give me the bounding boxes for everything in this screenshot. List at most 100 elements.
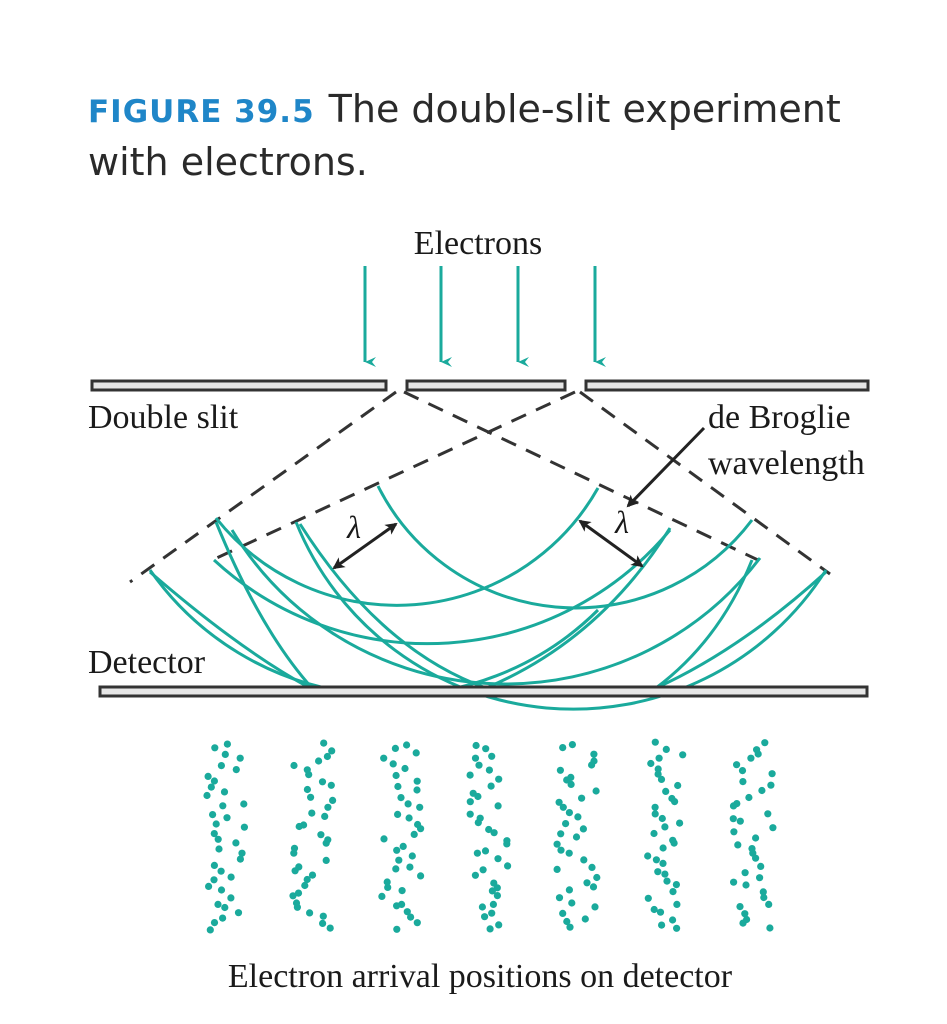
electron-dot (752, 834, 760, 842)
lambda-arrow-left (332, 522, 398, 570)
lambda-arrow-right (578, 519, 644, 568)
electron-dot (736, 817, 744, 825)
interference-paths (149, 521, 828, 690)
electron-dot (214, 900, 222, 909)
electron-dot (413, 919, 421, 927)
electron-dot (417, 872, 425, 880)
electron-dot (398, 887, 406, 895)
electron-dot (232, 839, 240, 847)
electron-dot (559, 909, 567, 918)
double-slit-barrier (90, 379, 870, 392)
wavefront-arc (214, 487, 600, 607)
electron-dot (495, 775, 503, 783)
electron-dot (578, 794, 586, 802)
electron-dot (308, 809, 316, 817)
electron-dot (378, 892, 386, 901)
electron-dot (734, 841, 742, 849)
electron-dot (471, 871, 479, 879)
electron-dot (472, 741, 480, 750)
electron-dot (217, 867, 225, 875)
electron-dot (221, 903, 229, 912)
electron-dot (650, 905, 658, 914)
electron-dot (406, 863, 414, 871)
electron-dot (566, 923, 574, 931)
electron-dot (669, 888, 677, 896)
path-to-max (149, 570, 311, 690)
electron-dot (389, 760, 397, 768)
electron-dot (488, 909, 496, 917)
electron-dot (204, 772, 212, 781)
electron-dot (503, 840, 511, 848)
electron-dot (478, 903, 486, 911)
electron-dot (474, 819, 482, 827)
electron-dot (674, 781, 682, 790)
electron-dot (236, 754, 244, 762)
electron-arrival-fringes (203, 738, 777, 934)
electron-dot (392, 771, 400, 780)
electron-dot (217, 886, 226, 894)
electron-dot (659, 844, 667, 852)
electron-dot (490, 829, 498, 837)
electron-dot (662, 745, 670, 754)
electron-dot (473, 849, 481, 857)
electron-dot (652, 856, 661, 864)
de-broglie-pointer (626, 426, 706, 508)
electron-dot (581, 915, 589, 923)
electron-dot (757, 862, 765, 871)
electron-dot (662, 787, 670, 796)
electron-dot (392, 865, 400, 873)
electron-dot (568, 899, 576, 907)
electron-dot (647, 759, 655, 768)
electron-dot (741, 869, 749, 877)
electron-dot (745, 793, 753, 802)
electron-dot (739, 919, 747, 927)
electron-dot (318, 778, 327, 786)
electron-dot (410, 830, 418, 839)
electron-dot (417, 825, 425, 833)
electron-dot (308, 871, 317, 879)
electron-dot (736, 903, 744, 911)
wavelength-indicators (332, 426, 706, 570)
electron-dot (203, 791, 211, 800)
electron-dot (294, 889, 303, 897)
wavefronts-slit-1 (148, 487, 672, 697)
electron-dot (761, 739, 769, 747)
electron-dot (738, 767, 747, 775)
electron-dot (474, 792, 482, 801)
electron-dot (210, 876, 218, 884)
electron-dot (588, 863, 596, 872)
electron-dot (209, 811, 217, 819)
electron-dot (393, 846, 401, 854)
electron-dot (482, 745, 490, 753)
electron-dot (671, 798, 679, 806)
electron-dot (305, 771, 313, 779)
electron-dot (289, 892, 297, 900)
electron-dot (754, 750, 762, 758)
electron-dot (493, 892, 501, 900)
electron-dot (487, 782, 495, 790)
electron-dot (563, 917, 571, 926)
electron-dot (769, 824, 777, 832)
de-broglie-label-line2: wavelength (708, 445, 865, 482)
wavefronts-slit-2 (230, 485, 828, 711)
electron-dot (661, 870, 669, 878)
electron-dot (590, 750, 598, 758)
electron-dot (206, 926, 214, 934)
electron-dot (320, 739, 328, 747)
path-to-max (655, 570, 828, 690)
electron-dot (651, 738, 659, 746)
electron-dot (488, 752, 496, 760)
electron-dot (393, 902, 401, 910)
electron-dot (466, 810, 474, 818)
electron-dot (479, 866, 487, 874)
electron-dot (466, 798, 474, 806)
electron-dot (413, 777, 421, 785)
electron-dot (290, 849, 298, 857)
electron-dot (221, 750, 229, 759)
electron-dot (384, 883, 392, 892)
detector-screen (98, 685, 869, 698)
electron-dot (466, 771, 474, 779)
electron-dot (215, 845, 223, 853)
electron-dot (412, 749, 420, 757)
electron-dot (592, 787, 600, 795)
